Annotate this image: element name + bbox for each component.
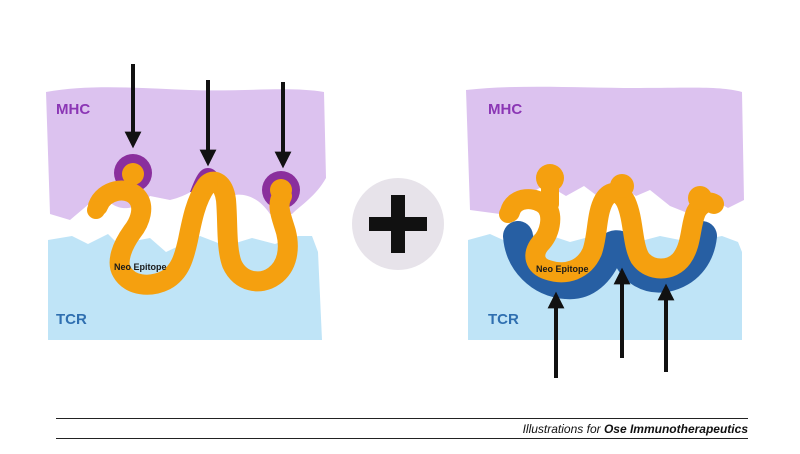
right-epitope-bulb-3 — [688, 186, 712, 210]
left-panel: MHC TCR Neo Epitope — [46, 64, 326, 340]
left-epitope-label: Neo Epitope — [114, 262, 167, 272]
right-mhc-label: MHC — [488, 101, 522, 118]
right-epitope-label: Neo Epitope — [536, 264, 589, 274]
left-tcr-label: TCR — [56, 311, 87, 328]
left-neo-epitope — [88, 171, 298, 295]
caption-prefix: Illustrations for — [522, 422, 604, 436]
left-epitope-bulb-3 — [270, 179, 292, 201]
right-panel: MHC TCR Neo Epitope — [466, 86, 744, 378]
right-mhc-block — [466, 86, 744, 214]
right-tcr-label: TCR — [488, 311, 519, 328]
plus-icon — [352, 178, 444, 270]
left-epitope-bulb-1 — [122, 163, 144, 185]
footer-caption: Illustrations for Ose Immunotherapeutics — [523, 422, 748, 436]
left-epitope-bulb-2 — [198, 174, 218, 194]
right-epitope-end — [499, 205, 517, 223]
caption-brand: Ose Immunotherapeutics — [603, 422, 748, 436]
right-neo-epitope — [500, 182, 724, 283]
left-mhc-label: MHC — [56, 101, 90, 118]
footer-rule-top — [56, 418, 748, 419]
left-epitope-end — [87, 201, 105, 219]
right-epitope-bulb-2 — [610, 174, 634, 198]
footer-rule-bottom — [56, 438, 748, 439]
right-epitope-stem-1 — [541, 180, 559, 212]
